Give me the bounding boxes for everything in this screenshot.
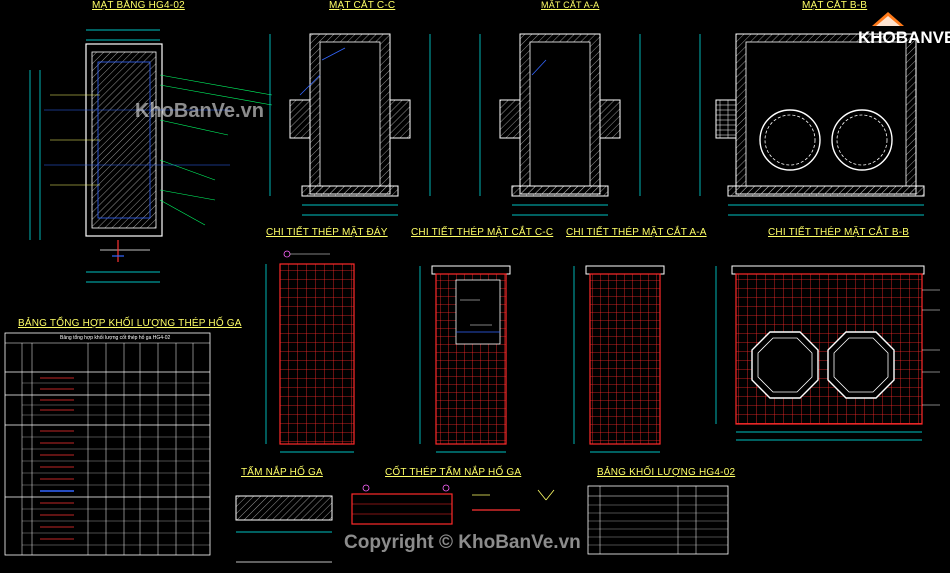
title-steel-bottom: CHI TIẾT THÉP MẶT ĐÁY <box>266 227 388 238</box>
title-steel-aa: CHI TIẾT THÉP MẶT CẮT A-A <box>566 227 707 238</box>
steel-cc-detail <box>419 265 511 453</box>
title-steel-cc: CHI TIẾT THÉP MẶT CẮT C-C <box>411 227 554 238</box>
title-section-bb: MẶT CẮT B-B <box>802 0 868 11</box>
section-bb <box>699 33 925 216</box>
title-steel-table: BẢNG TỔNG HỢP KHỐI LƯỢNG THÉP HỐ GA <box>18 318 242 329</box>
section-aa <box>479 33 641 216</box>
title-cover-steel: CỐT THÉP TẤM NẮP HỐ GA <box>385 467 522 478</box>
steel-aa-detail <box>573 265 665 453</box>
plan-view <box>29 29 273 283</box>
title-steel-bb: CHI TIẾT THÉP MẶT CẮT B-B <box>768 227 910 238</box>
cover-slab-steel <box>351 484 555 525</box>
watermark-copyright: Copyright © KhoBanVe.vn <box>344 532 581 553</box>
title-section-cc: MẶT CẮT C-C <box>329 0 396 11</box>
watermark-site: KhoBanVe.vn <box>135 100 264 122</box>
section-cc <box>269 33 431 216</box>
volume-table <box>587 485 729 555</box>
steel-summary-table <box>4 332 211 556</box>
title-plan: MẶT BẰNG HG4-02 <box>92 0 185 11</box>
steel-table-header: Bảng tổng hợp khối lượng cốt thép hố ga … <box>60 335 171 341</box>
steel-bottom-detail <box>265 250 355 453</box>
title-cover-slab: TẤM NẮP HỐ GA <box>241 467 323 478</box>
title-volume-table: BẢNG KHỐI LƯỢNG HG4-02 <box>597 467 736 478</box>
logo-mark <box>872 12 904 26</box>
steel-bb-detail <box>715 265 940 441</box>
logo-text: KHOBANVE <box>858 28 950 47</box>
title-section-aa: MẶT CẮT A-A <box>541 0 600 10</box>
cover-slab-view <box>235 495 333 563</box>
